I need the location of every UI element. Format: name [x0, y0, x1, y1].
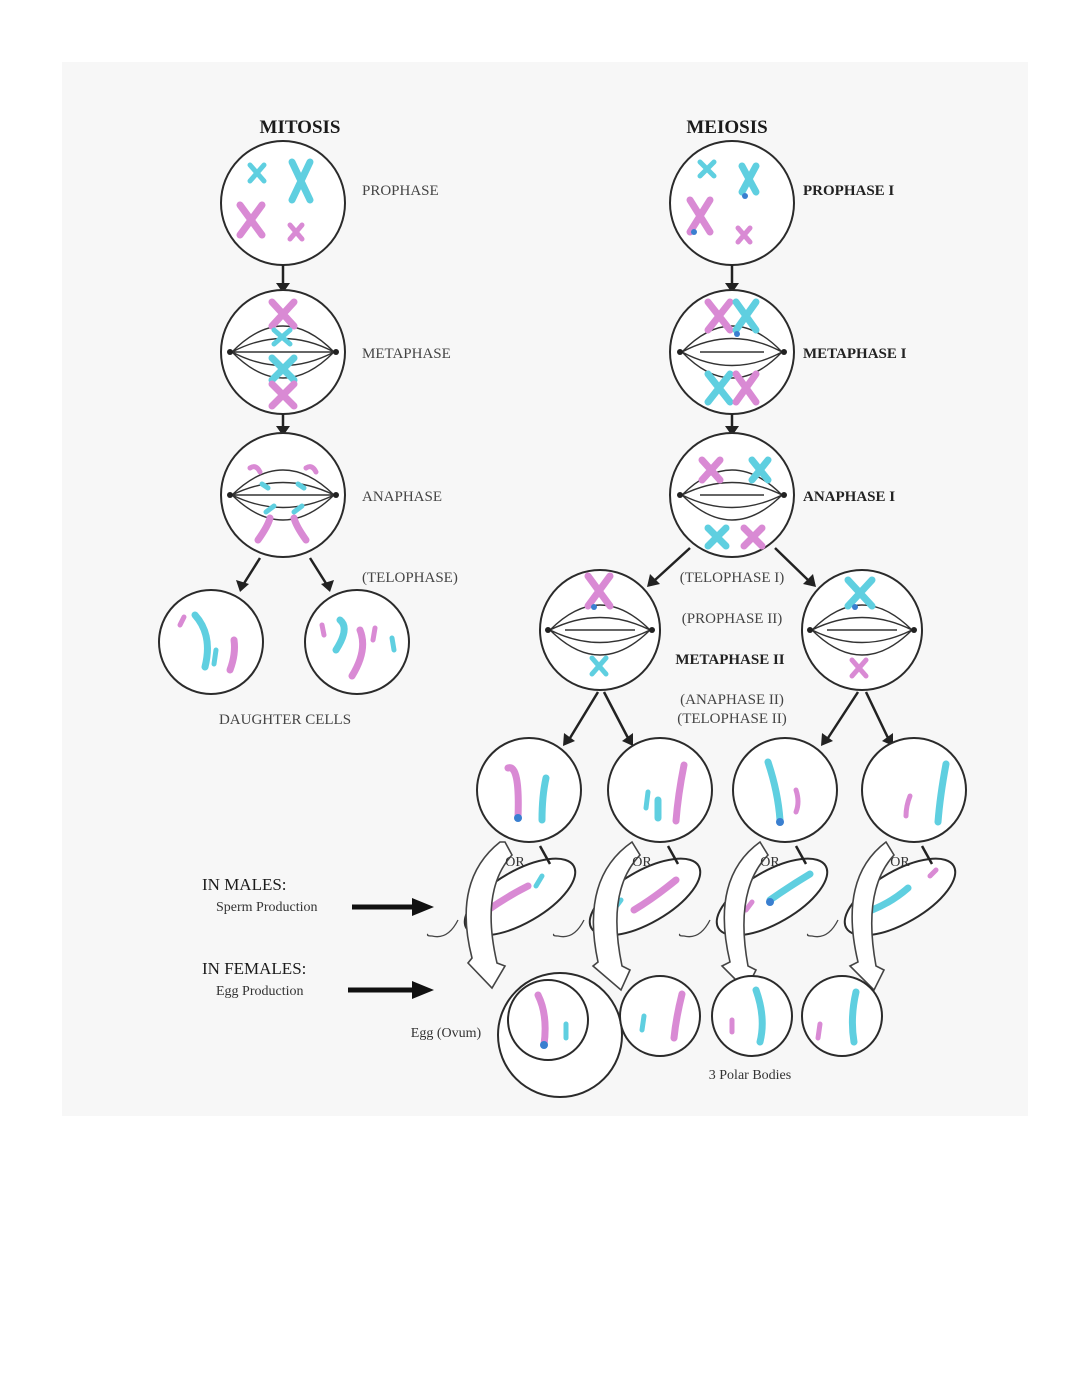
- egg-cell: [497, 972, 623, 1098]
- meiosis-anaphase-i-label: ANAPHASE I: [803, 489, 895, 505]
- arrow-head-icon: [803, 574, 816, 587]
- mitosis-anaphase-label: ANAPHASE: [362, 489, 442, 505]
- or-label-1: OR: [505, 855, 525, 870]
- haploid-cell-2: [607, 737, 713, 843]
- females-title: IN FEMALES:: [202, 959, 306, 978]
- polar-bodies-label: 3 Polar Bodies: [709, 1068, 791, 1083]
- arrow-icon: [241, 557, 262, 586]
- polar-body-2: [711, 975, 793, 1057]
- meiosis-prophase-i-cell: [669, 140, 795, 266]
- arrow-icon: [920, 845, 934, 865]
- arrow-head-icon: [725, 426, 739, 436]
- meiosis-metaphase-ii-label: METAPHASE II: [675, 652, 784, 668]
- arrow-icon: [602, 691, 630, 739]
- mitosis-telophase-label: (TELOPHASE): [362, 570, 458, 586]
- daughter-cell-left: [158, 589, 264, 695]
- mitosis-prophase-label: PROPHASE: [362, 183, 439, 199]
- mitosis-prophase-cell: [220, 140, 346, 266]
- arrow-icon: [654, 547, 691, 581]
- mitosis-metaphase-cell: [220, 289, 346, 415]
- arrow-icon: [826, 691, 860, 739]
- arrow-head-icon: [563, 733, 575, 746]
- meiosis-prophase-i-label: PROPHASE I: [803, 183, 894, 199]
- arrow-icon: [568, 691, 600, 739]
- arrow-head-icon: [412, 898, 434, 916]
- arrow-head-icon: [276, 283, 290, 293]
- arrow-icon: [794, 845, 808, 865]
- haploid-cell-4: [861, 737, 967, 843]
- arrow-icon: [864, 691, 890, 739]
- meiosis-prophase-ii-label: (PROPHASE II): [682, 611, 782, 627]
- polar-body-1: [619, 975, 701, 1057]
- mitosis-anaphase-cell: [220, 432, 346, 558]
- mitosis-title: MITOSIS: [260, 117, 341, 138]
- daughter-cells-label: DAUGHTER CELLS: [219, 712, 351, 728]
- males-title: IN MALES:: [202, 875, 287, 894]
- daughter-cell-right: [304, 589, 410, 695]
- females-sub: Egg Production: [216, 984, 304, 999]
- arrow-head-icon: [622, 733, 633, 746]
- haploid-cell-3: [732, 737, 838, 843]
- haploid-cell-1: [476, 737, 582, 843]
- meiosis-metaphase-ii-left-cell: [539, 569, 661, 691]
- arrow-head-icon: [276, 426, 290, 436]
- or-label-2: OR: [632, 855, 652, 870]
- mitosis-metaphase-label: METAPHASE: [362, 346, 451, 362]
- arrow-head-icon: [647, 574, 660, 587]
- meiosis-metaphase-ii-right-cell: [801, 569, 923, 691]
- arrow-icon: [538, 845, 552, 865]
- arrow-head-icon: [236, 580, 249, 592]
- meiosis-metaphase-i-cell: [669, 289, 795, 415]
- arrow-head-icon: [725, 283, 739, 293]
- or-label-4: OR: [890, 855, 910, 870]
- arrow-head-icon: [321, 580, 334, 592]
- arrow-icon: [666, 845, 680, 865]
- meiosis-telophase-ii-label: (TELOPHASE II): [677, 711, 787, 727]
- males-sub: Sperm Production: [216, 900, 318, 915]
- meiosis-metaphase-i-label: METAPHASE I: [803, 346, 907, 362]
- arrow-head-icon: [412, 981, 434, 999]
- or-label-3: OR: [760, 855, 780, 870]
- meiosis-telophase-i-label: (TELOPHASE I): [680, 570, 785, 586]
- arrow-icon: [774, 547, 809, 581]
- or-swoop-arrows: [465, 840, 895, 992]
- egg-label: Egg (Ovum): [411, 1026, 482, 1041]
- meiosis-title: MEIOSIS: [686, 117, 767, 138]
- arrow-head-icon: [821, 733, 833, 746]
- meiosis-anaphase-i-cell: [669, 432, 795, 558]
- polar-body-3: [801, 975, 883, 1057]
- meiosis-anaphase-ii-label: (ANAPHASE II): [680, 692, 784, 708]
- arrow-icon: [308, 557, 329, 586]
